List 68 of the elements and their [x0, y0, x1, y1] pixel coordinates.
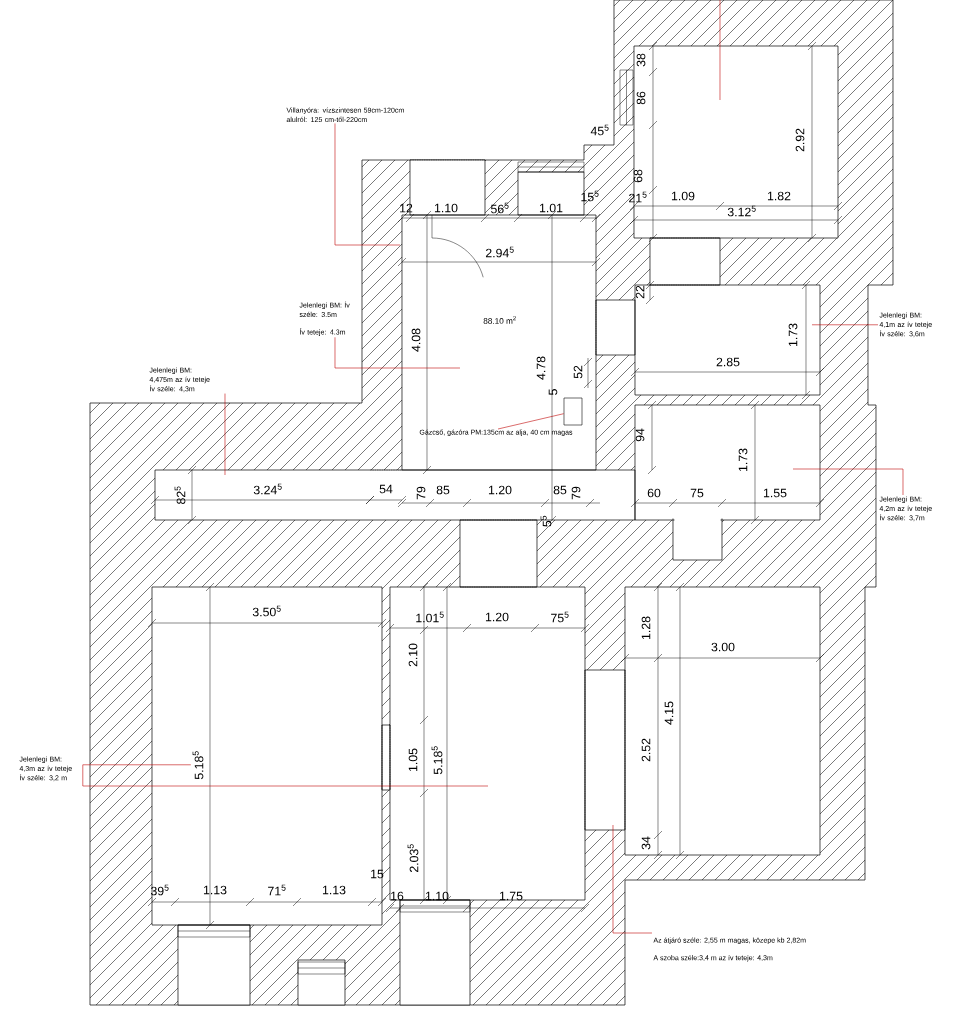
- dimension-label: 34: [641, 836, 651, 850]
- dimension-label: 54: [379, 484, 393, 494]
- dimension-label: 94: [635, 428, 645, 442]
- dimension-label: 2.94$^{5}$: [485, 246, 514, 258]
- dimension-label: 79: [416, 486, 426, 500]
- dimension-label: 21$^{5}$: [629, 191, 647, 203]
- dimension-label: 1.13: [322, 885, 346, 895]
- dimension-label: 2.52: [641, 738, 651, 762]
- leader-line: [82, 764, 489, 787]
- dimension-label: 15: [371, 869, 384, 879]
- dimension-label: 3.24$^{5}$: [253, 483, 282, 495]
- dimension-label: 1.10: [434, 203, 458, 213]
- dimension-label: 1.13: [203, 885, 227, 895]
- dimension-label: 3.12$^{5}$: [727, 205, 756, 217]
- leader-line: [497, 413, 564, 430]
- leader-line: [811, 324, 879, 326]
- dimension-label: 2.85: [716, 357, 740, 367]
- dimension-label: 4.78: [536, 356, 546, 380]
- dimension-label: 82$^{5}$: [174, 486, 186, 504]
- dimension-label: 75$^{5}$: [551, 611, 569, 623]
- dimension-label: 56$^{5}$: [490, 202, 509, 214]
- dimension-label: 3.00: [711, 642, 735, 652]
- dimension-label: 16: [391, 891, 404, 901]
- leader-line: [334, 123, 401, 246]
- dimension-label: 1.55: [763, 488, 787, 498]
- dimension-label: 5: [548, 389, 558, 395]
- leader-line: [334, 337, 461, 369]
- dimension-label: 45$^{5}$: [590, 124, 609, 136]
- dimension-label: 60: [647, 488, 661, 498]
- dimension-label: 85: [436, 485, 450, 495]
- dimension-label: 71$^{5}$: [268, 884, 286, 896]
- area-label: 88.10 m$^{2}$: [483, 316, 516, 324]
- dimension-label: 75: [690, 488, 704, 498]
- dimension-label: 1.20: [485, 612, 509, 622]
- dimension-label: 1.05: [408, 748, 418, 772]
- dimension-label: 1.73: [738, 448, 748, 472]
- dimension-label: 68: [633, 169, 643, 183]
- leader-line: [612, 824, 653, 934]
- dimension-label: 86: [636, 91, 646, 105]
- dimension-label: 1.82: [767, 191, 791, 201]
- dimension-label: 22: [635, 285, 645, 299]
- dimension-label: 2.92: [795, 128, 805, 152]
- dimension-label: 1.28: [641, 616, 651, 640]
- dimension-label: 52: [573, 365, 583, 379]
- gas-meter-box: [563, 397, 583, 426]
- dimension-label: 2.10: [408, 643, 418, 667]
- dimension-label: 38: [636, 53, 646, 67]
- dimension-label: 1.20: [488, 485, 512, 495]
- dimension-label: 1.01$^{5}$: [416, 611, 444, 623]
- dimension-label: 1.01: [539, 203, 563, 213]
- dimension-label: 85: [553, 485, 567, 495]
- leader-line: [792, 468, 904, 496]
- dimension-label: 2.03$^{5}$: [407, 844, 419, 873]
- dimension-label: 39$^{5}$: [150, 884, 169, 896]
- dimension-label: 15$^{5}$: [581, 190, 599, 202]
- dimension-label: 3.50$^{5}$: [252, 605, 281, 617]
- dimension-label: 5$^{5}$: [540, 515, 552, 527]
- dimension-label: 1.09: [671, 191, 695, 201]
- dimension-label: 79: [571, 486, 581, 500]
- dimension-label: 12: [400, 203, 413, 213]
- dimension-label: 1.73: [788, 323, 798, 347]
- dimension-label: 5.18$^{5}$: [431, 746, 443, 775]
- dimension-label: 1.75: [499, 891, 523, 901]
- dimension-label: 1.10: [425, 891, 449, 901]
- dimension-label: 5.18$^{5}$: [192, 751, 204, 780]
- dimension-label: 4.15: [664, 701, 674, 725]
- leader-line: [224, 393, 226, 476]
- dimension-label: 4.08: [411, 328, 421, 352]
